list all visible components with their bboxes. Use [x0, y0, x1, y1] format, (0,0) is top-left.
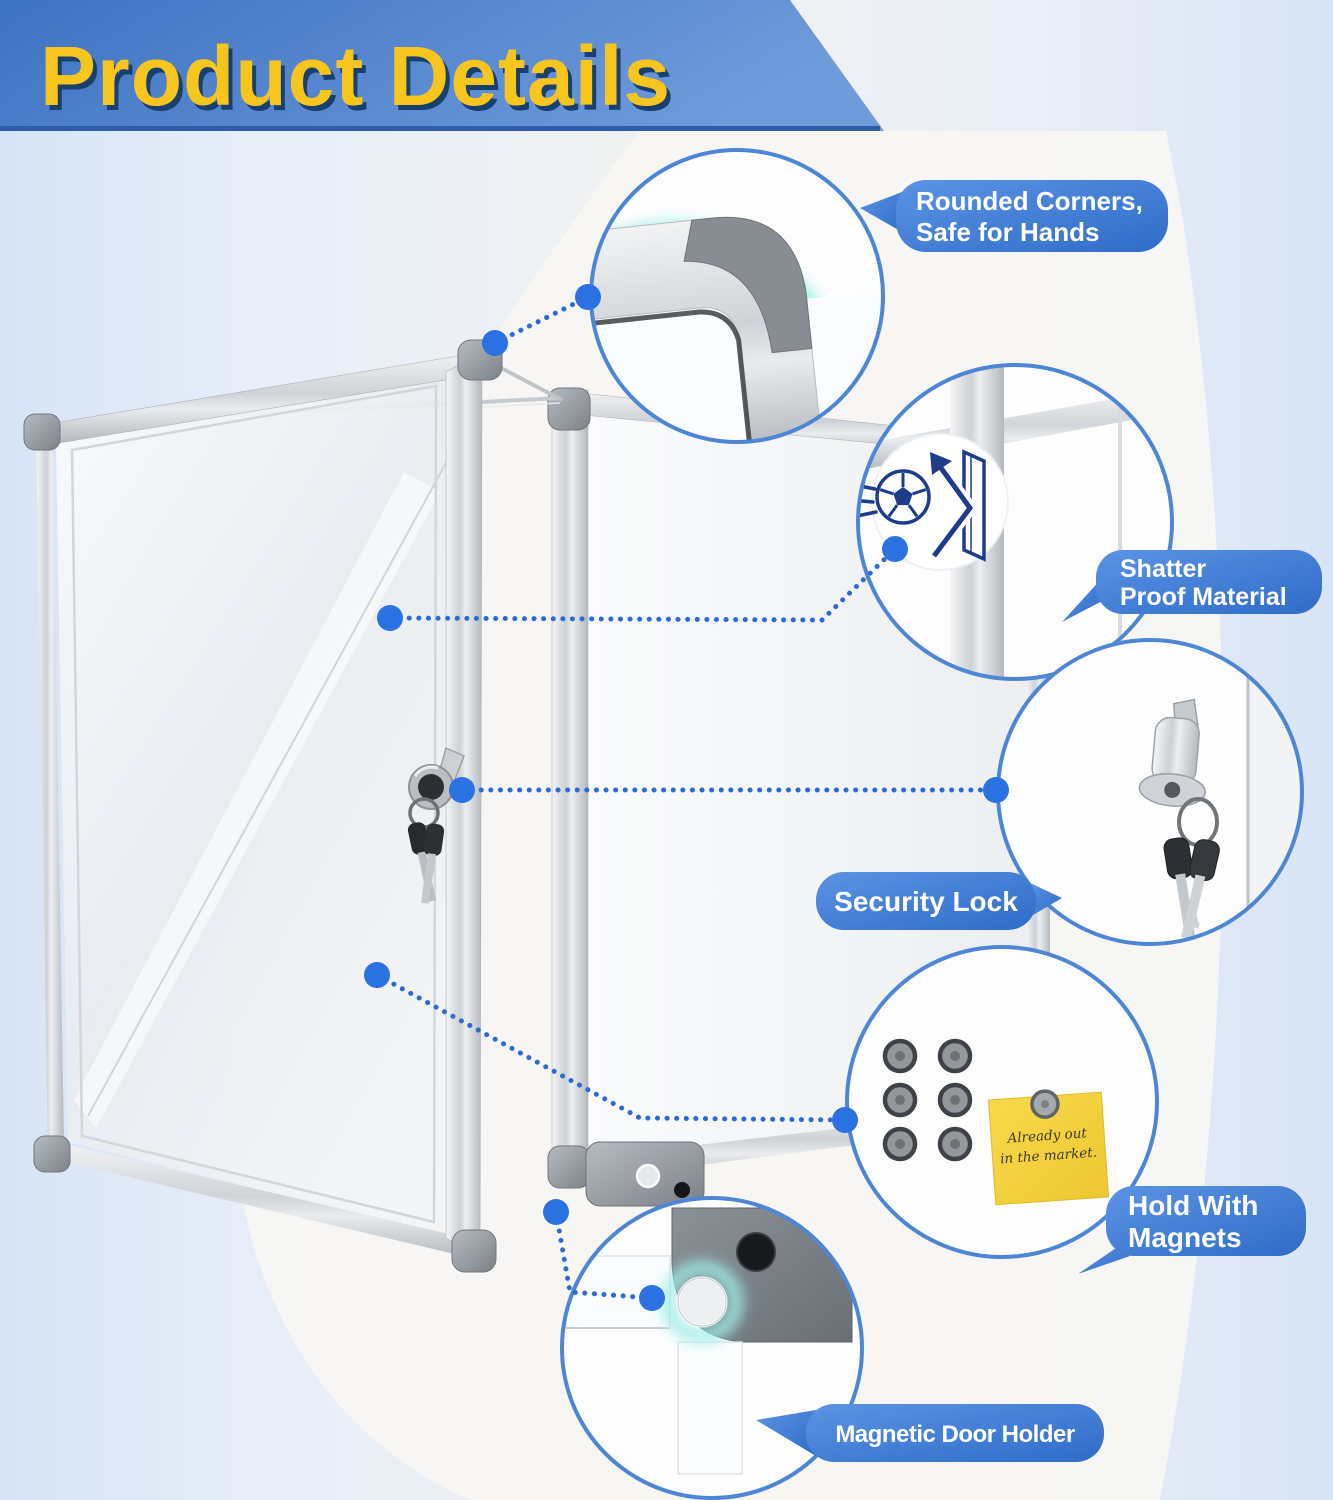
soccer-ball-icon [875, 469, 931, 525]
connector-dots [364, 284, 1009, 1311]
connector-dot [575, 284, 601, 310]
connector-dot [449, 777, 475, 803]
door-bottom-rail [48, 1144, 480, 1260]
frame-seam [591, 309, 754, 442]
frame-bar-vertical [677, 1341, 743, 1475]
board-glass-door [23, 339, 503, 1273]
glowing-magnet-icon [661, 1261, 743, 1343]
connector-shatter-proof [387, 546, 898, 623]
door-left-stile [36, 426, 64, 1158]
sticky-note-line2: in the market. [1000, 1145, 1098, 1168]
lock-cylinder-icon [1138, 698, 1206, 807]
magnet-icon [937, 1038, 973, 1074]
magnet-icon [937, 1082, 973, 1118]
sticky-note: Already out in the market. [987, 1089, 1110, 1206]
connector-dot [639, 1285, 665, 1311]
label-rounded-corners-line1: Rounded Corners, [916, 186, 1143, 216]
connector-magnetic-door-holder [553, 1209, 655, 1301]
magnet-icon [937, 1126, 973, 1162]
corner-cap [451, 1229, 497, 1273]
connector-dot [882, 536, 908, 562]
label-rounded-corners: Rounded Corners, Safe for Hands [860, 180, 1168, 252]
page-title: Product Details [40, 29, 671, 123]
magnet-icon [882, 1126, 918, 1162]
glass-reflection [74, 472, 440, 1128]
page-title-shadow: Product Details [44, 34, 675, 128]
callout-circle-hold-with-magnets: Already out in the market. [845, 945, 1159, 1259]
back-panel-left-stile [551, 389, 589, 1185]
keys-icon [1163, 837, 1220, 940]
label-shatter-proof: Shatter Proof Material [1062, 550, 1322, 622]
connector-dot [832, 1107, 858, 1133]
label-security-lock-text: Security Lock [834, 886, 1018, 917]
corner-cap [683, 216, 813, 354]
label-shatter-proof-line2: Proof Material [1120, 583, 1287, 611]
connector-dot [543, 1199, 569, 1225]
label-hold-with-magnets-line2: Magnets [1128, 1222, 1242, 1253]
product-details-banner: Product Details Product Details [0, 0, 884, 131]
magnet-grid [882, 1038, 973, 1162]
connector-hold-with-magnets [374, 972, 848, 1123]
connector-rounded-corners [492, 294, 591, 346]
keys-icon [407, 797, 445, 904]
label-security-lock: Security Lock [816, 872, 1062, 930]
glass-reflection-line [87, 451, 453, 1117]
label-shatter-proof-line1: Shatter [1120, 555, 1206, 583]
corner-cap [547, 1145, 591, 1189]
door-holder-corner [585, 1141, 705, 1207]
screw-hole [736, 1232, 776, 1272]
corner-cap [33, 1135, 71, 1173]
door-right-stile [445, 351, 483, 1261]
corner-cap [23, 413, 61, 451]
label-hold-with-magnets-line1: Hold With [1128, 1190, 1258, 1221]
connector-dot [482, 330, 508, 356]
connector-dot [983, 777, 1009, 803]
label-rounded-corners-line2: Safe for Hands [916, 217, 1100, 247]
screw-hole [674, 1182, 690, 1198]
bounce-arrow-icon [928, 452, 979, 560]
label-magnetic-door-holder: Magnetic Door Holder [756, 1404, 1104, 1462]
label-hold-with-magnets: Hold With Magnets [1078, 1186, 1306, 1274]
glass-inner-lip [70, 384, 438, 1224]
connector-lines [374, 294, 999, 1301]
magnet-icon [1030, 1089, 1060, 1119]
connector-dot [377, 605, 403, 631]
connector-dot [364, 962, 390, 988]
magnet-icon [882, 1082, 918, 1118]
magnet-icon [882, 1038, 918, 1074]
magnet-icon [635, 1163, 661, 1189]
sticky-note-line1: Already out [1005, 1125, 1088, 1147]
label-magnetic-door-holder-text: Magnetic Door Holder [835, 1421, 1075, 1448]
